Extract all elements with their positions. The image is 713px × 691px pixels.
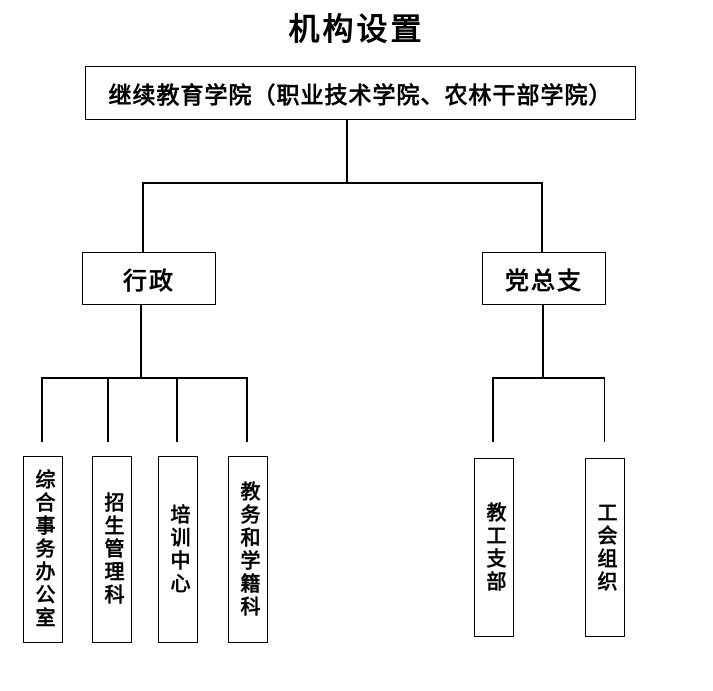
branch-node-party-label: 党总支 <box>505 269 583 295</box>
page-title: 机构设置 <box>288 12 425 47</box>
branch-node-admin-label: 行政 <box>123 269 175 295</box>
leaf-node-label: 综合事务办公室 <box>32 469 54 630</box>
connector-admin-out <box>140 305 142 377</box>
leaf-node-label: 培训中心 <box>167 503 189 596</box>
leaf-node-general-affairs-office: 综合事务办公室 <box>23 456 63 643</box>
leaf-node-label: 招生管理科 <box>101 492 123 607</box>
connector-admin-leaf4-drop <box>246 377 248 442</box>
leaf-node-label: 工会组织 <box>594 501 616 594</box>
connector-admin-drop <box>142 182 144 252</box>
connector-root-drop <box>346 120 348 182</box>
leaf-node-label: 教工支部 <box>483 501 505 594</box>
connector-party-drop <box>541 182 543 252</box>
branch-node-party: 党总支 <box>482 252 606 305</box>
leaf-node-union-organization: 工会组织 <box>585 458 625 637</box>
leaf-node-faculty-branch: 教工支部 <box>474 458 514 637</box>
leaf-node-enrollment-management: 招生管理科 <box>92 456 132 643</box>
branch-node-admin: 行政 <box>82 252 216 305</box>
connector-admin-rail <box>41 377 248 379</box>
connector-admin-leaf1-drop <box>41 377 43 442</box>
leaf-node-training-center: 培训中心 <box>158 456 198 643</box>
root-node-label: 继续教育学院（职业技术学院、农林干部学院） <box>108 83 613 108</box>
connector-admin-leaf2-drop <box>107 377 109 442</box>
connector-party-rail <box>492 377 605 379</box>
connector-party-leaf1-drop <box>492 377 494 442</box>
leaf-node-academic-affairs: 教务和学籍科 <box>228 456 268 643</box>
connector-party-leaf2-drop <box>603 377 605 442</box>
connector-party-out <box>542 305 544 377</box>
root-node: 继续教育学院（职业技术学院、农林干部学院） <box>85 66 636 120</box>
connector-admin-leaf3-drop <box>176 377 178 442</box>
leaf-node-label: 教务和学籍科 <box>237 480 259 619</box>
connector-branches-rail <box>142 182 542 184</box>
